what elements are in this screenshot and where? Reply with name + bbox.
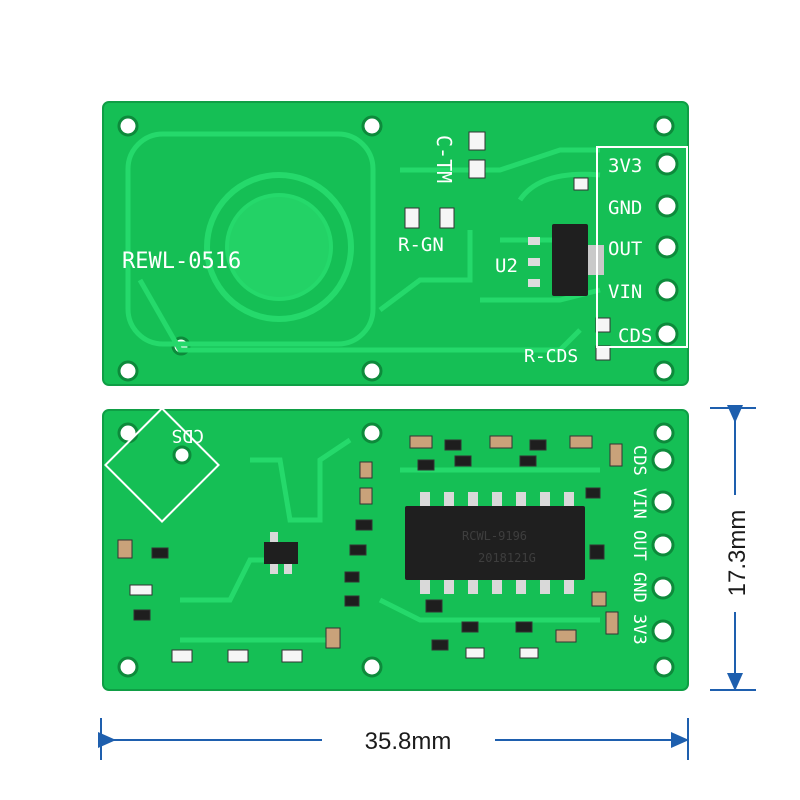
model-label: REWL-0516 [122,249,241,274]
bottom-pin-labels: CDS VIN OUT GND 3V3 [629,445,649,645]
antenna-pattern [125,131,601,353]
pin-label-top-0: 3V3 [608,155,642,177]
c-tm-label: C-TM [432,135,456,183]
chip-marking-2: 2018121G [478,551,536,565]
pin-silk-box [596,146,688,348]
bottom-pcb-board: RCWL-9196 2018121G [102,407,689,691]
pin-label-top-2: OUT [608,238,642,260]
pin-label-top-1: GND [608,197,642,219]
pin-label-bottom-1: VIN [629,488,649,519]
r-cds-label: R-CDS [524,346,578,367]
width-label: 35.8mm [365,728,452,755]
smd-components-bottom [117,435,623,663]
rf-transistor [264,532,298,574]
pin-label-bottom-4: 3V3 [629,614,649,645]
cds-label: CDS [171,425,204,446]
r-gn-label: R-GN [398,234,444,256]
mounting-holes-bottom [117,422,675,678]
pin-label-bottom-3: GND [629,572,649,603]
height-dimension [710,405,756,691]
chip-marking-1: RCWL-9196 [462,529,527,543]
main-ic-chip: RCWL-9196 2018121G [405,492,585,594]
top-header-pins [655,152,679,346]
width-dimension [98,718,689,760]
top-pcb-board: REWL-0516 C-TM R-GN U2 R-CDS 3V3 GND OUT… [102,101,689,386]
pin-label-top-4: CDS [618,325,652,347]
bottom-header-pins [651,448,675,643]
pin-label-bottom-0: CDS [629,445,649,476]
u2-label: U2 [495,255,518,277]
cds-outline [104,407,220,523]
pin-label-top-3: VIN [608,281,642,303]
pin-label-bottom-2: OUT [629,530,649,561]
height-label: 17.3mm [724,510,751,597]
smd-components-top [404,131,611,361]
